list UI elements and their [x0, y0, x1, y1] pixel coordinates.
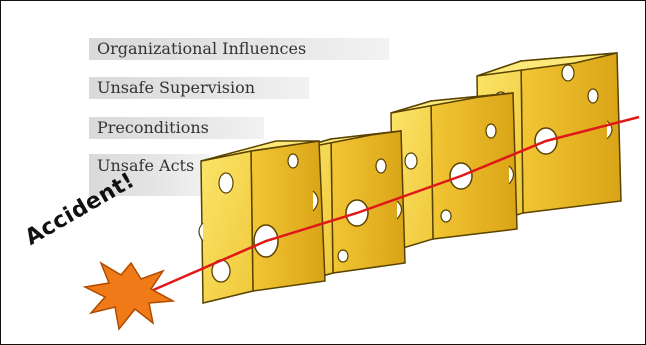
layer-label-organizational-influences: Organizational Influences	[89, 38, 389, 60]
accident-trajectory	[150, 115, 640, 293]
cheese-slice-unsafe-acts	[198, 140, 326, 304]
layer-label-unsafe-supervision: Unsafe Supervision	[89, 77, 309, 99]
layer-label-unsafe-acts: Unsafe Acts	[89, 154, 209, 196]
accident-burst-icon	[82, 261, 176, 331]
layer-label-preconditions: Preconditions	[89, 117, 264, 139]
cheese-slice-supervision	[390, 92, 518, 253]
